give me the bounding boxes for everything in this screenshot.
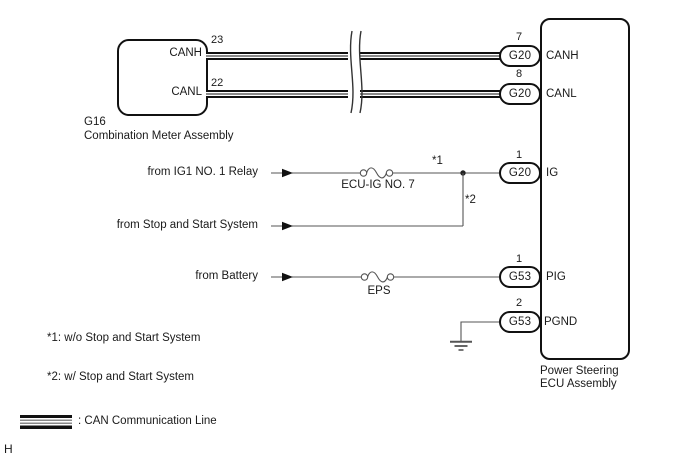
fuse-label-eps: EPS bbox=[367, 285, 391, 297]
meter-port-canl-label: CANL bbox=[171, 86, 202, 98]
note-star1: *1: w/o Stop and Start System bbox=[47, 332, 201, 344]
connector-label: G53 bbox=[508, 316, 532, 328]
meter-port-canh-label: CANH bbox=[169, 47, 202, 59]
connector-g20-ig: G20 bbox=[499, 162, 541, 184]
source-label-ig1-relay: from IG1 NO. 1 Relay bbox=[147, 166, 258, 178]
pin-8-label: 8 bbox=[515, 68, 523, 80]
source-label-battery: from Battery bbox=[195, 270, 258, 282]
combination-meter-name: Combination Meter Assembly bbox=[84, 130, 234, 142]
ecu-port-pig-label: PIG bbox=[546, 271, 566, 283]
power-steering-ecu-box bbox=[540, 18, 630, 360]
connector-label: G20 bbox=[508, 50, 532, 62]
ground-icon bbox=[450, 321, 499, 351]
marker-star2: *2 bbox=[465, 194, 476, 206]
connector-code-g16: G16 bbox=[84, 116, 106, 128]
pin-23-label: 23 bbox=[211, 34, 224, 46]
connector-g20-canh: G20 bbox=[499, 45, 541, 67]
connector-label: G20 bbox=[508, 167, 532, 179]
ecu-port-canh-label: CANH bbox=[546, 50, 579, 62]
arrow-right-icon bbox=[282, 221, 293, 231]
connector-g53-pgnd: G53 bbox=[499, 311, 541, 333]
arrow-right-icon bbox=[282, 168, 293, 178]
stop-start-wire bbox=[271, 221, 463, 231]
legend-can-line-label: : CAN Communication Line bbox=[78, 415, 217, 427]
pin-22-label: 22 bbox=[211, 77, 224, 89]
source-label-stop-start: from Stop and Start System bbox=[116, 219, 258, 231]
can-line-canl bbox=[206, 90, 500, 98]
connector-label: G53 bbox=[508, 271, 532, 283]
fuse-label-ecu-ig: ECU-IG NO. 7 bbox=[341, 179, 415, 191]
connector-g20-canl: G20 bbox=[499, 83, 541, 105]
ecu-name-line2: ECU Assembly bbox=[540, 378, 617, 390]
ecu-port-pgnd-label: PGND bbox=[544, 316, 578, 328]
page-marker: H bbox=[4, 442, 13, 456]
ecu-port-ig-label: IG bbox=[546, 167, 559, 179]
ecu-port-canl-label: CANL bbox=[546, 88, 577, 100]
combination-meter-box bbox=[117, 39, 208, 116]
can-line-canh bbox=[206, 52, 500, 60]
cable-break-icon bbox=[348, 30, 363, 116]
connector-g53-pig: G53 bbox=[499, 266, 541, 288]
pin-1-ig-label: 1 bbox=[515, 149, 523, 161]
legend-can-line-sample bbox=[20, 415, 72, 429]
marker-star1: *1 bbox=[432, 155, 443, 167]
note-star2: *2: w/ Stop and Start System bbox=[47, 371, 195, 383]
pin-7-label: 7 bbox=[515, 31, 523, 43]
arrow-right-icon bbox=[282, 272, 293, 282]
pin-2-pgnd-label: 2 bbox=[515, 297, 523, 309]
connector-label: G20 bbox=[508, 88, 532, 100]
pin-1-pig-label: 1 bbox=[515, 253, 523, 265]
battery-wire bbox=[271, 271, 499, 283]
fuse-ecu-ig-icon bbox=[359, 167, 394, 179]
junction-dot bbox=[460, 170, 466, 176]
ecu-name-line1: Power Steering bbox=[540, 365, 619, 377]
fuse-eps-icon bbox=[360, 271, 395, 283]
